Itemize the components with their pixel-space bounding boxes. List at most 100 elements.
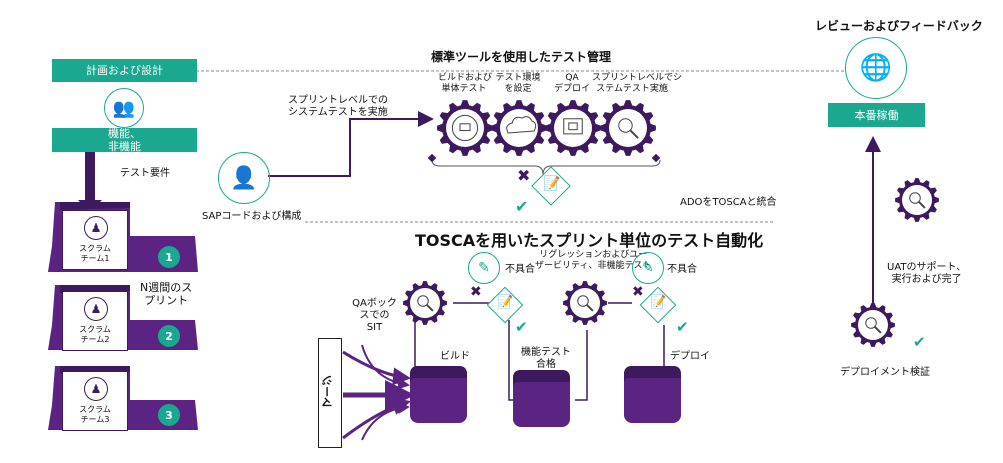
defect-label-1: 不具合	[505, 264, 535, 275]
test-requirements-label: テスト要件	[120, 168, 170, 179]
document-icon: 📝	[543, 176, 561, 192]
merge-flow-arrows	[342, 344, 415, 441]
label-line: ビルドおよび	[438, 73, 493, 83]
label-line: QAボック	[352, 298, 397, 309]
gear-uat-support	[895, 178, 939, 222]
merge-box	[318, 338, 342, 448]
tools-section-title: 標準ツールを使用したテスト管理	[431, 50, 612, 64]
sprint-label-line: N週間のス	[140, 281, 193, 294]
build-label: ビルド	[440, 351, 470, 362]
functional-label: 機能、	[108, 127, 141, 140]
globe-user-icon: 🌐	[845, 37, 907, 99]
gear-label-test-env: テスト環境を設定	[492, 73, 544, 95]
team-label: チーム2	[80, 335, 110, 344]
label-line: 機能テスト	[521, 347, 571, 358]
tosca-section-title: TOSCAを用いたスプリント単位のテスト自動化	[415, 231, 764, 250]
team-label: スクラム	[79, 405, 111, 414]
sprint-system-test-label: スプリントレベルでの システムテストを実施	[288, 95, 388, 119]
pass-check-icon: ✔	[515, 318, 528, 336]
pass-check-icon: ✔	[913, 333, 926, 351]
uat-support-label: UATのサポート、実行および完了	[887, 262, 966, 286]
defect-report-icon: ✎	[632, 252, 664, 284]
gear-sprint-system-test	[600, 100, 656, 156]
scrum-team-icon: ♟	[84, 216, 108, 240]
label-line: 単体テスト	[441, 84, 487, 94]
label-line: を設定	[504, 84, 532, 94]
label-line: SIT	[366, 322, 383, 333]
nonfunctional-label: 非機能	[108, 140, 141, 153]
sprint-badge-1: 1	[158, 246, 180, 268]
label-line: リグレッションおよびユー	[539, 250, 648, 260]
sap-code-config-label: SAPコードおよび構成	[202, 211, 302, 222]
label-line: スプリントレベルでシ	[592, 73, 683, 83]
label-line: 合格	[536, 359, 556, 370]
fail-x-icon: ✖	[470, 284, 482, 300]
label-line: デプロイ	[553, 84, 590, 94]
label-line: UATのサポート、	[887, 262, 967, 273]
gear-test-environment	[491, 100, 547, 156]
scrum-team-icon: ♟	[84, 377, 108, 401]
label-line: システムテストを実施	[288, 107, 388, 118]
requirements-arrow	[85, 152, 95, 202]
sprint-badge-2: 2	[158, 325, 180, 347]
gear-build-unit-test	[437, 100, 493, 156]
defect-report-icon: ✎	[468, 252, 500, 284]
deploy-label: デプロイ	[670, 351, 710, 362]
pass-check-icon: ✔	[676, 318, 689, 336]
deploy-cube	[624, 366, 681, 423]
gear-qa-sit	[403, 281, 447, 325]
team-icon: 👥	[104, 88, 144, 128]
functional-nonfunctional-box: 機能、 非機能	[52, 127, 197, 153]
label-line: 実行および完了	[891, 274, 962, 285]
gear-label-build-unit: ビルドおよび単体テスト	[438, 73, 493, 95]
gear-deployment-verification	[851, 303, 895, 347]
functional-test-cube	[513, 370, 570, 427]
cloud-icon	[506, 116, 537, 134]
go-live-box: 本番稼働	[828, 103, 925, 127]
label-line: スプリントレベルでの	[288, 95, 388, 106]
team-label: チーム1	[80, 254, 110, 263]
fail-x-icon: ✖	[632, 284, 644, 300]
document-icon: 📝	[497, 295, 514, 310]
defect-label-2: 不具合	[667, 264, 697, 275]
pass-check-icon: ✔	[515, 197, 529, 216]
fail-x-icon: ✖	[517, 166, 531, 185]
laptop-icon	[451, 114, 479, 142]
sap-to-tools-arrow	[268, 111, 434, 177]
monitor-icon	[563, 118, 583, 135]
sprint-label-line: プリント	[144, 294, 189, 307]
magnifier-icon	[618, 118, 639, 139]
review-section-title: レビューおよびフィードバック	[815, 19, 983, 33]
gear-regression-test	[563, 281, 607, 325]
label-line: ザービリティ、非機能テスト	[535, 261, 652, 271]
magnifier-icon	[909, 192, 926, 209]
team-label: チーム3	[80, 415, 110, 424]
deployment-verification-label: デプロイメント検証	[840, 367, 930, 378]
scrum-team-icon: ♟	[84, 297, 108, 321]
label-line: テスト環境	[495, 73, 541, 83]
magnifier-icon	[577, 295, 594, 312]
label-line: QA	[565, 73, 579, 83]
merge-label: マージ	[321, 375, 334, 408]
functional-test-pass-label: 機能テスト合格	[520, 347, 572, 371]
n-week-sprint-label: N週間のス プリント	[140, 281, 192, 307]
gear-qa-deploy	[545, 100, 601, 156]
ado-tosca-integration-label: ADOをTOSCAと統合	[680, 197, 777, 208]
developer-icon: 👤	[218, 152, 270, 204]
scrum-team-card-2: ♟ スクラムチーム2	[62, 291, 128, 351]
planning-design-box: 計画および設計	[52, 59, 197, 82]
regression-usability-label: リグレッションおよびユーザービリティ、非機能テスト	[535, 250, 651, 272]
sprint-badge-3: 3	[158, 404, 180, 426]
label-line: ステムテスト実施	[596, 84, 668, 94]
gear-label-sprint-system-test: スプリントレベルでシステムテスト実施	[592, 73, 683, 95]
team-label: スクラム	[79, 244, 111, 253]
document-icon: 📝	[650, 295, 667, 310]
team-label: スクラム	[79, 325, 111, 334]
label-line: スでの	[359, 310, 390, 321]
magnifier-icon	[865, 317, 882, 334]
scrum-team-card-1: ♟ スクラムチーム1	[62, 210, 128, 270]
scrum-team-card-3: ♟ スクラムチーム3	[62, 371, 128, 431]
